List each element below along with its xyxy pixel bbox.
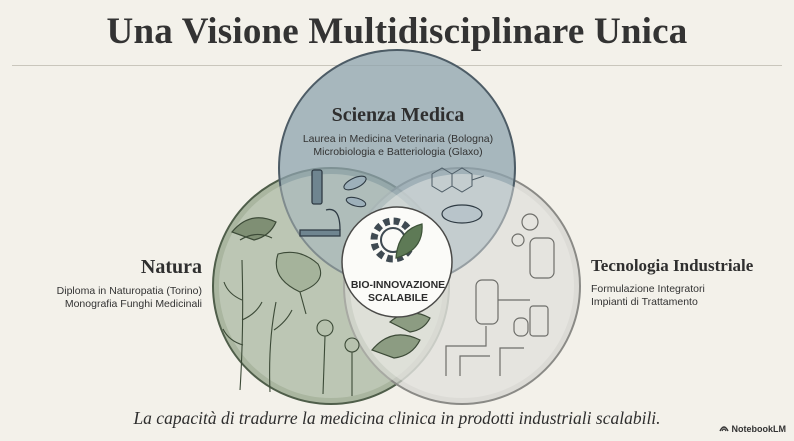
molecule-icon	[431, 167, 485, 193]
medical-label: Scienza Medica Laurea in Medicina Veteri…	[278, 104, 518, 159]
medical-title: Scienza Medica	[331, 104, 465, 126]
bacteria-icon	[343, 175, 367, 208]
nature-line-1: Diploma in Naturopatia (Torino)	[56, 285, 202, 297]
tech-title: Tecnologia Industriale	[591, 256, 754, 275]
nature-line-2: Monografia Funghi Medicinali	[64, 298, 202, 310]
gear-leaf-icon	[370, 217, 423, 263]
page-title: Una Visione Multidisciplinare Unica	[106, 11, 688, 52]
center-circle	[341, 206, 453, 318]
herb-plant-icon	[222, 259, 293, 393]
tech-line-2: Impianti di Trattamento	[591, 296, 698, 308]
nature-label: Natura Diploma in Naturopatia (Torino) M…	[57, 256, 202, 311]
petri-dish-icon	[441, 204, 483, 224]
flower-icon	[316, 319, 360, 396]
brand-watermark: NotebookLM	[718, 424, 787, 434]
center-label: BIO-INNOVAZIONE SCALABILE	[336, 279, 460, 305]
pipes-icon	[445, 326, 524, 376]
ginkgo-leaf-icon	[275, 251, 322, 315]
medical-line-1: Laurea in Medicina Veterinaria (Bologna)	[302, 133, 494, 145]
tech-label: Tecnologia Industriale Formulazione Inte…	[591, 256, 753, 309]
mushroom-icon	[230, 217, 277, 241]
notebooklm-logo-icon	[718, 424, 729, 434]
medical-line-2: Microbiologia e Batteriologia (Glaxo)	[313, 146, 483, 158]
nature-title: Natura	[140, 256, 202, 278]
brand-label: NotebookLM	[731, 424, 787, 434]
center-line-2: SCALABILE	[367, 292, 429, 304]
tech-line-1: Formulazione Integratori	[591, 283, 705, 295]
supplement-bottles-icon	[513, 305, 549, 337]
gears-icon	[511, 213, 539, 247]
microscope-icon	[299, 169, 341, 237]
tagline: La capacità di tradurre la medicina clin…	[133, 408, 661, 428]
reactor-tank-icon	[475, 237, 555, 325]
mushroom-cluster-icon	[370, 312, 431, 359]
center-line-1: BIO-INNOVAZIONE	[350, 279, 446, 291]
